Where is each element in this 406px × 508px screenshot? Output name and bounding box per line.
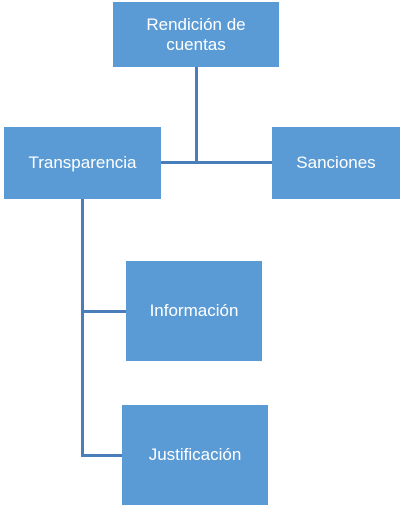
node-label: Justificación — [148, 445, 242, 464]
connector-branch-horizontal — [161, 161, 272, 164]
node-rendicion-de-cuentas: Rendición de cuentas — [113, 2, 279, 67]
node-label: Información — [149, 301, 239, 320]
connector-child2-horizontal — [81, 454, 122, 457]
node-informacion: Información — [126, 261, 262, 361]
node-justificacion: Justificación — [122, 405, 268, 505]
connector-child1-horizontal — [81, 310, 126, 313]
connector-root-vertical — [195, 67, 198, 163]
node-transparencia: Transparencia — [4, 127, 161, 199]
node-label: Sanciones — [296, 153, 376, 172]
node-label: Transparencia — [28, 153, 137, 172]
node-sanciones: Sanciones — [272, 127, 400, 199]
node-label: Rendición de cuentas — [146, 14, 246, 54]
connector-left-vertical — [81, 199, 84, 457]
